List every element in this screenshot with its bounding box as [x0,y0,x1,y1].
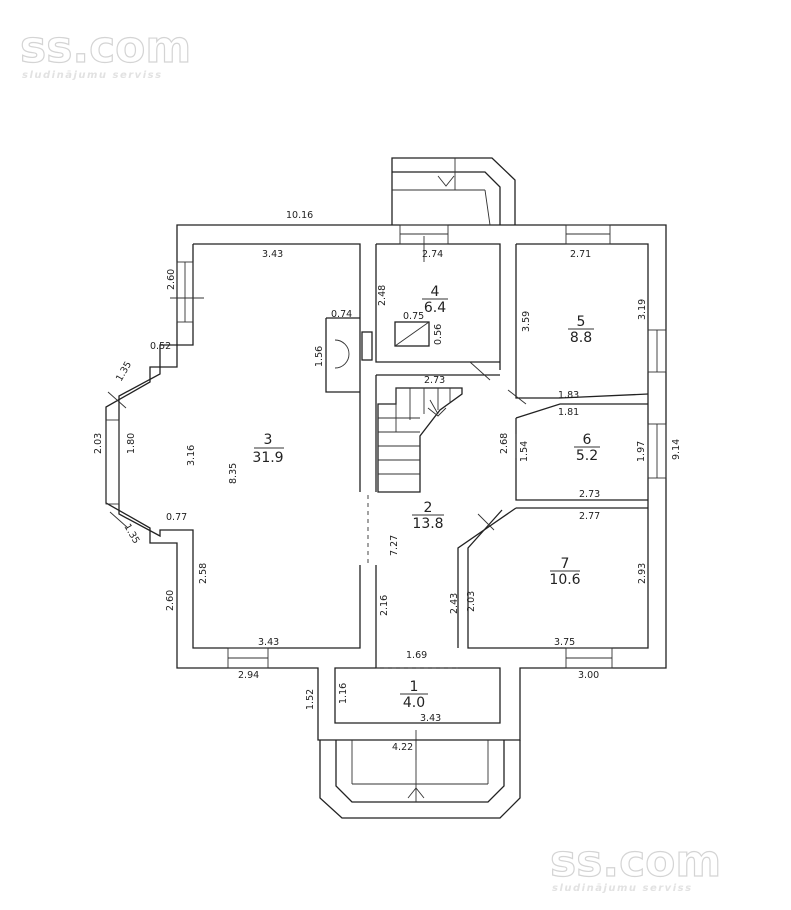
dim-r3-top: 3.43 [262,249,283,260]
room-3-area: 31.9 [252,450,283,466]
dim-bay-diag-upper: 1.35 [114,360,134,384]
dim-stair-width: 2.73 [424,375,445,386]
room-7-area: 10.6 [549,572,580,588]
room-2-area: 13.8 [412,516,443,532]
dim-r5-width: 2.71 [570,249,591,260]
dim-south-left: 2.94 [238,670,259,681]
vent-shaft [394,321,430,347]
watermark-top-left: ss.com sludinājumu serviss [19,21,191,81]
room-labels: 3 31.9 4 6.4 5 8.8 6 5.2 2 13.8 7 10.6 [252,284,600,711]
room-4-label: 4 6.4 [422,284,448,316]
dim-overall-depth: 9.14 [671,439,682,460]
dim-r6-left: 1.54 [519,441,530,462]
room-6-label: 6 5.2 [574,432,600,464]
dim-west-wall-lower: 2.60 [165,590,176,611]
dim-r4-height: 2.48 [377,285,388,306]
room-3-number: 3 [264,432,273,448]
room-5-area: 8.8 [570,330,592,346]
dim-r7-right: 2.93 [637,563,648,584]
dim-r4-vent-w: 0.75 [403,311,424,322]
windows [105,224,667,760]
watermark-tagline-text: sludinājumu serviss [552,883,693,894]
room-2-label: 2 13.8 [412,500,444,532]
watermark-tagline-text: sludinājumu serviss [22,70,163,81]
dim-fireplace-width: 1.56 [314,346,325,367]
room-7-label: 7 10.6 [549,556,580,588]
dim-r7-left: 2.03 [466,591,477,612]
dim-r1-depth: 1.16 [338,683,349,704]
watermark-bottom-right: ss.com sludinājumu serviss [549,835,721,894]
dim-r4-width: 2.74 [422,249,443,260]
dim-r2-lower-right: 2.43 [449,593,460,614]
dim-r4-vent-h: 0.56 [433,324,444,345]
room-6-number: 6 [583,432,592,448]
room-7-number: 7 [561,556,570,572]
dim-r7-bottom: 3.75 [554,637,575,648]
dim-r1-width: 3.43 [420,713,441,724]
dim-bay-diag-lower: 1.35 [121,522,141,546]
dim-r2-bottom: 1.69 [406,650,427,661]
south-entrance [319,740,521,819]
dim-r2-depth: 7.27 [389,535,400,556]
staircase [377,387,463,493]
dim-r5-bottom: 1.83 [558,390,579,401]
dim-bay-inner: 1.80 [126,433,137,454]
dim-r5-left: 3.59 [521,311,532,332]
room-4-area: 6.4 [424,300,446,316]
dim-bay-step-lower: 0.77 [166,512,187,523]
dim-r6-top: 1.81 [558,407,579,418]
dimension-labels: 10.16 3.43 2.74 2.71 0.74 0.52 0.75 2.73… [93,210,682,753]
watermark-logo-text: ss.com [20,22,191,73]
dim-r7-top: 2.77 [579,511,600,522]
dim-overall-width: 10.16 [286,210,313,221]
dim-porch-depth: 1.52 [305,689,316,710]
dim-r5-right: 3.19 [637,299,648,320]
room-5-number: 5 [577,314,586,330]
dim-bay-step-upper: 0.52 [150,341,171,352]
dim-r3-height: 3.16 [186,445,197,466]
watermark-logo-text: ss.com [550,836,721,887]
dim-west-window-upper: 2.60 [166,269,177,290]
room-4-number: 4 [431,284,440,300]
room-1-label: 1 4.0 [400,679,428,711]
dim-r3-bottom: 3.43 [258,637,279,648]
dim-r3-left-lower: 2.58 [198,563,209,584]
room-3-label: 3 31.9 [252,432,284,466]
dim-r6-bottom: 2.73 [579,489,600,500]
fireplace [325,317,373,393]
north-entrance [391,157,516,226]
dim-r2-lower-left: 2.16 [379,595,390,616]
room-1-number: 1 [410,679,419,695]
dim-porch-width: 4.22 [392,742,413,753]
room-1-area: 4.0 [403,695,425,711]
room-5-label: 5 8.8 [568,314,594,346]
dim-r6-right: 1.97 [636,441,647,462]
dim-stair-depth: 2.68 [499,433,510,454]
room-6-area: 5.2 [576,448,598,464]
dim-r3-depth: 8.35 [228,463,239,484]
dim-south-right: 3.00 [578,670,599,681]
interior-walls [367,243,649,669]
dim-bay-outer: 2.03 [93,433,104,454]
room-2-number: 2 [424,500,433,516]
dim-fireplace-depth: 0.74 [331,309,352,320]
